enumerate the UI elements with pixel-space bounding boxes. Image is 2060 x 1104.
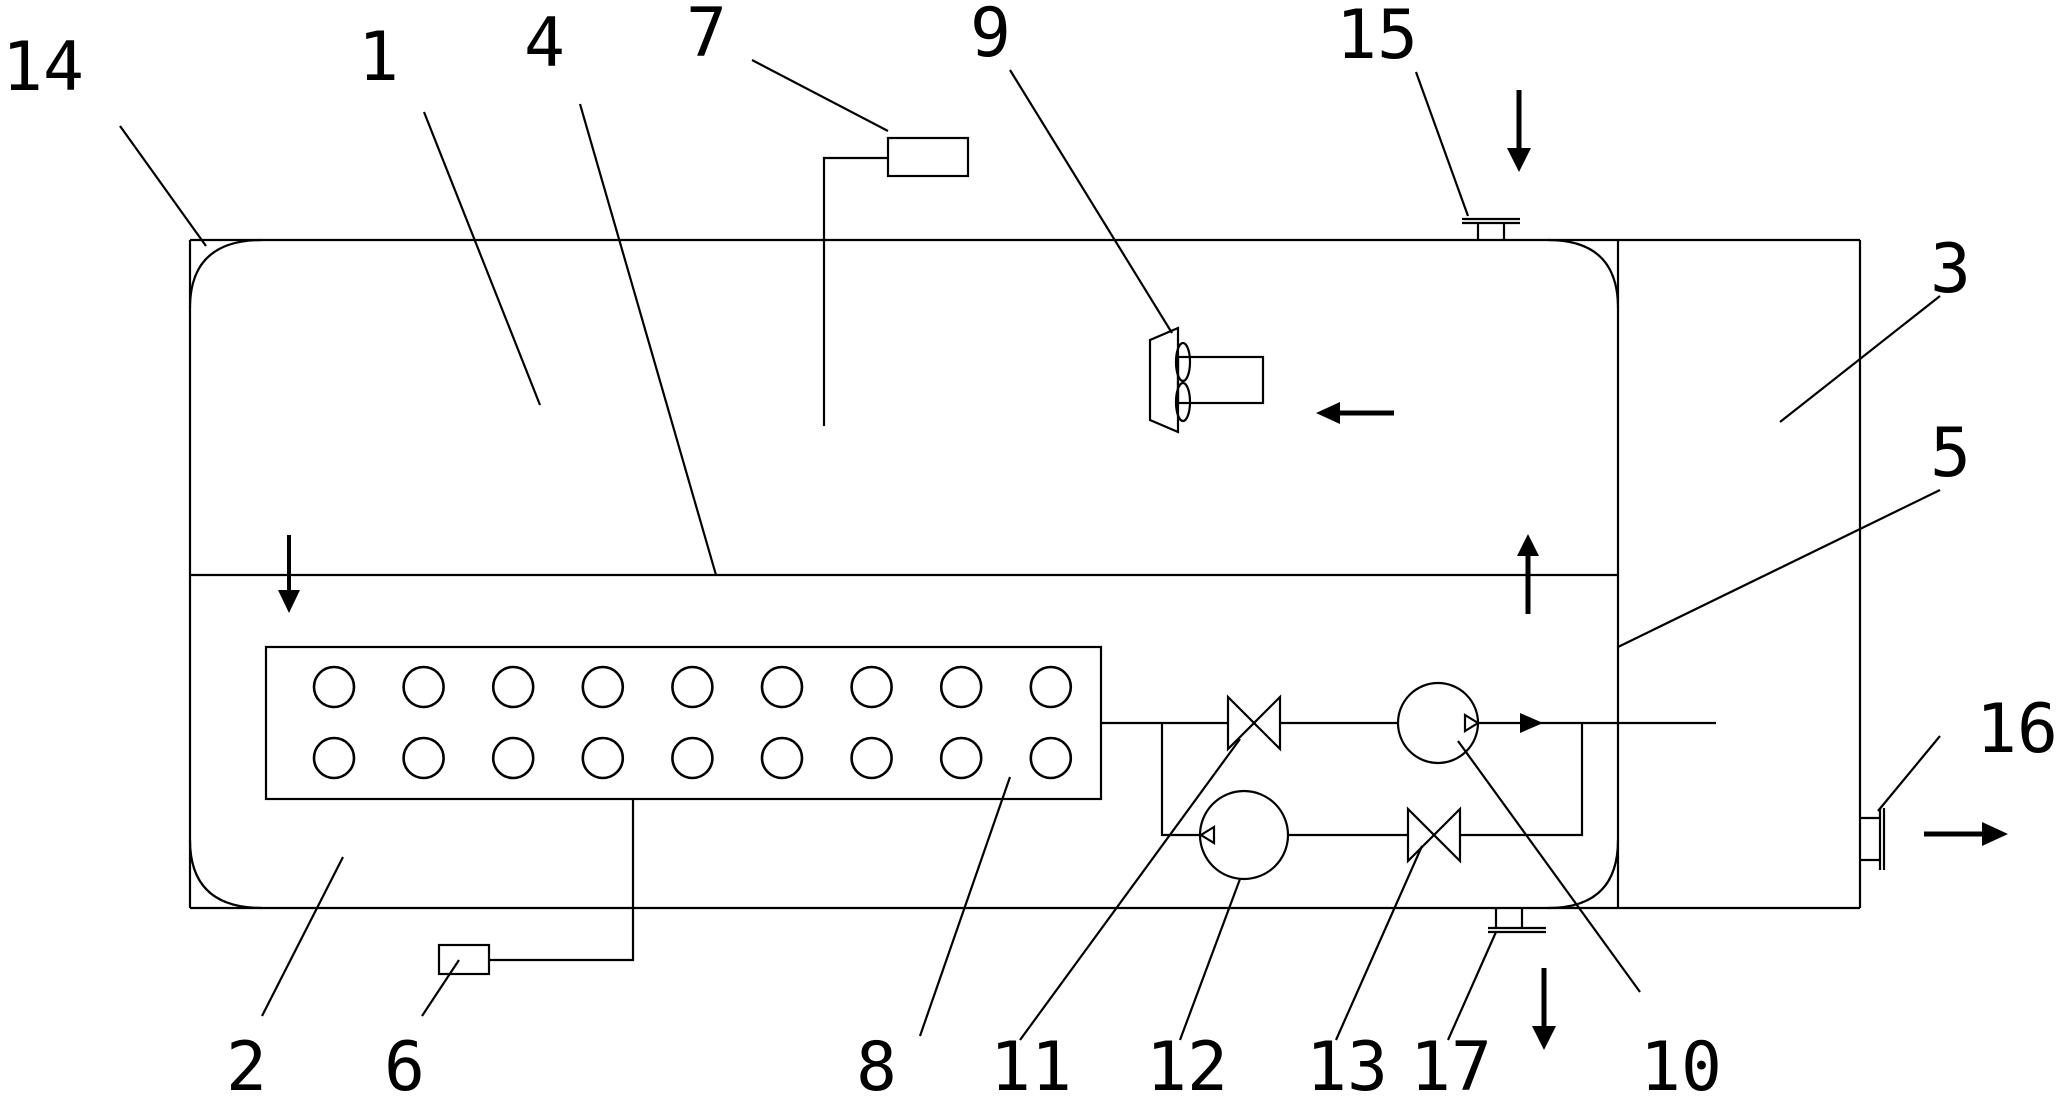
label-8: 8 bbox=[856, 1028, 897, 1104]
valve-13 bbox=[1406, 806, 1462, 864]
tube-circle bbox=[1029, 665, 1073, 709]
label-7: 7 bbox=[686, 0, 727, 73]
label-10: 10 bbox=[1640, 1028, 1722, 1104]
flow-arrow-inlet-15 bbox=[1507, 90, 1531, 172]
tube-circle bbox=[850, 736, 893, 780]
label-3: 3 bbox=[1930, 230, 1971, 309]
flow-arrow-up-right bbox=[1517, 534, 1539, 614]
tube-circle bbox=[312, 736, 356, 780]
sensor-7 bbox=[822, 136, 970, 426]
tube-circle bbox=[939, 665, 983, 709]
piping bbox=[1101, 721, 1716, 837]
label-13: 13 bbox=[1306, 1028, 1388, 1104]
tube-circle bbox=[402, 665, 445, 709]
label-17: 17 bbox=[1410, 1028, 1492, 1104]
nozzle-16 bbox=[1860, 808, 1886, 870]
sensor-6 bbox=[437, 799, 635, 976]
valve-11 bbox=[1226, 694, 1282, 752]
fan-9 bbox=[1148, 326, 1265, 434]
tube-circle bbox=[671, 665, 714, 709]
tube-circle bbox=[1029, 736, 1073, 780]
label-15: 15 bbox=[1336, 0, 1418, 75]
label-2: 2 bbox=[226, 1028, 267, 1104]
nozzle-15 bbox=[1462, 217, 1520, 240]
label-6: 6 bbox=[384, 1028, 425, 1104]
tube-circle bbox=[312, 665, 356, 709]
pump-12 bbox=[1198, 789, 1290, 881]
label-14: 14 bbox=[2, 28, 84, 107]
tube-circle bbox=[760, 736, 804, 780]
label-11: 11 bbox=[990, 1028, 1072, 1104]
tube-circle bbox=[850, 665, 893, 709]
pump-10 bbox=[1396, 681, 1481, 765]
tube-bank bbox=[264, 645, 1103, 801]
tube-circle bbox=[760, 665, 804, 709]
flow-arrow-outlet-16 bbox=[1924, 822, 2008, 846]
tube-circle bbox=[671, 736, 714, 780]
tube-circle bbox=[402, 736, 445, 780]
label-9: 9 bbox=[970, 0, 1011, 73]
label-4: 4 bbox=[524, 4, 565, 83]
flow-arrow-down-left bbox=[278, 535, 300, 613]
tube-circle bbox=[939, 736, 983, 780]
flow-arrow-pump-out bbox=[1520, 713, 1543, 733]
leader-lines bbox=[119, 59, 1941, 1041]
tube-circle bbox=[581, 736, 625, 780]
label-1: 1 bbox=[358, 18, 399, 97]
tube-circle bbox=[491, 665, 535, 709]
label-12: 12 bbox=[1146, 1028, 1228, 1104]
label-16: 16 bbox=[1976, 690, 2058, 769]
nozzle-17 bbox=[1488, 908, 1546, 934]
flow-arrow-outlet-17 bbox=[1532, 968, 1556, 1050]
tube-circles bbox=[312, 665, 1073, 780]
label-5: 5 bbox=[1930, 414, 1971, 493]
flow-arrow-left bbox=[1316, 402, 1394, 424]
tube-circle bbox=[581, 665, 625, 709]
tube-circle bbox=[491, 736, 535, 780]
